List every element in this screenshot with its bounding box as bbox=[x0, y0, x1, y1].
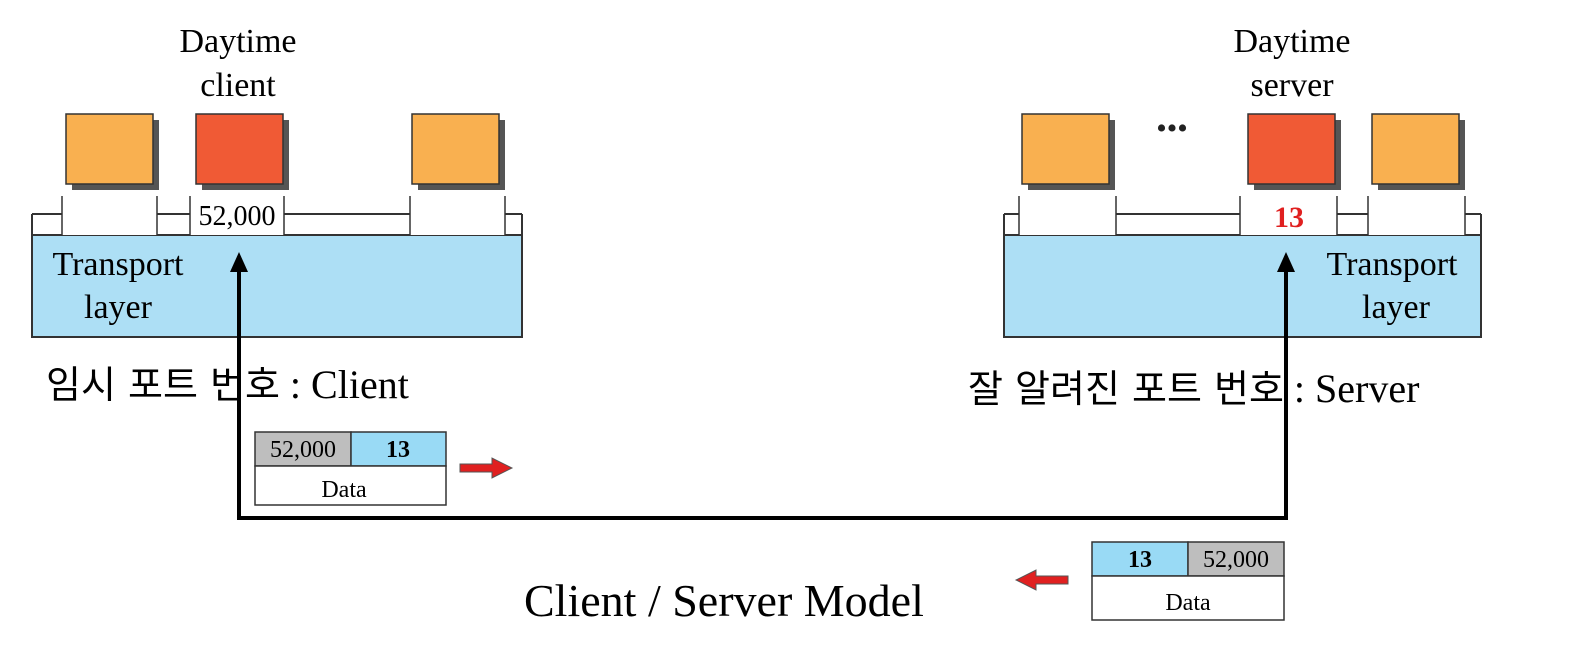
client-caption-sep: : bbox=[280, 362, 311, 407]
daytime-server-process-box bbox=[1247, 113, 1336, 185]
client-transport-layer bbox=[31, 234, 523, 338]
response-packet: 13 52,000 Data bbox=[1091, 541, 1285, 621]
client-caption: 임시 포트 번호 : Client bbox=[46, 362, 409, 407]
client-arrowhead bbox=[230, 252, 248, 272]
server-process-box-3 bbox=[1371, 113, 1460, 185]
server-process-label-line2: server bbox=[1250, 67, 1334, 104]
server-arrowhead bbox=[1277, 252, 1295, 272]
diagram-title: Client / Server Model bbox=[524, 575, 924, 626]
server-caption-sep: : bbox=[1284, 366, 1315, 411]
request-data-label: Data bbox=[321, 477, 367, 503]
response-data-label: Data bbox=[1165, 590, 1211, 616]
server-caption-ko: 잘 알려진 포트 번호 bbox=[968, 367, 1284, 411]
server-transport-label-line2: layer bbox=[1362, 289, 1431, 326]
client-caption-ko: 임시 포트 번호 bbox=[46, 363, 280, 407]
request-packet: 52,000 13 Data bbox=[254, 431, 447, 506]
server-process-label-line1: Daytime bbox=[1233, 23, 1350, 60]
client-transport-label-line1: Transport bbox=[53, 246, 185, 283]
client-process-label-line1: Daytime bbox=[179, 23, 296, 60]
client-process-box-3 bbox=[411, 113, 500, 185]
request-dst-port: 13 bbox=[386, 437, 410, 463]
client-process-box-1 bbox=[65, 113, 154, 185]
server-process-box-1 bbox=[1021, 113, 1110, 185]
response-direction-arrow bbox=[1014, 569, 1069, 591]
server-caption: 잘 알려진 포트 번호 : Server bbox=[968, 366, 1419, 411]
response-dst-port: 52,000 bbox=[1203, 547, 1269, 573]
client-port-label: 52,000 bbox=[199, 201, 276, 232]
request-direction-arrow bbox=[459, 457, 514, 479]
server-host: ••• Daytime server 13 Transport layer bbox=[1003, 23, 1482, 338]
connection-path bbox=[237, 270, 1288, 520]
server-port-label: 13 bbox=[1274, 201, 1304, 234]
daytime-client-process-box bbox=[195, 113, 284, 185]
server-caption-en: Server bbox=[1315, 366, 1419, 411]
server-transport-label-line1: Transport bbox=[1327, 246, 1459, 283]
client-host: Daytime client 52,000 Transport layer bbox=[31, 23, 523, 338]
client-process-label-line2: client bbox=[200, 67, 276, 104]
server-transport-layer bbox=[1003, 234, 1482, 338]
response-src-port: 13 bbox=[1128, 547, 1152, 573]
request-src-port: 52,000 bbox=[270, 437, 336, 463]
client-transport-label-line2: layer bbox=[84, 289, 153, 326]
server-ellipsis: ••• bbox=[1156, 112, 1188, 145]
client-caption-en: Client bbox=[311, 362, 409, 407]
